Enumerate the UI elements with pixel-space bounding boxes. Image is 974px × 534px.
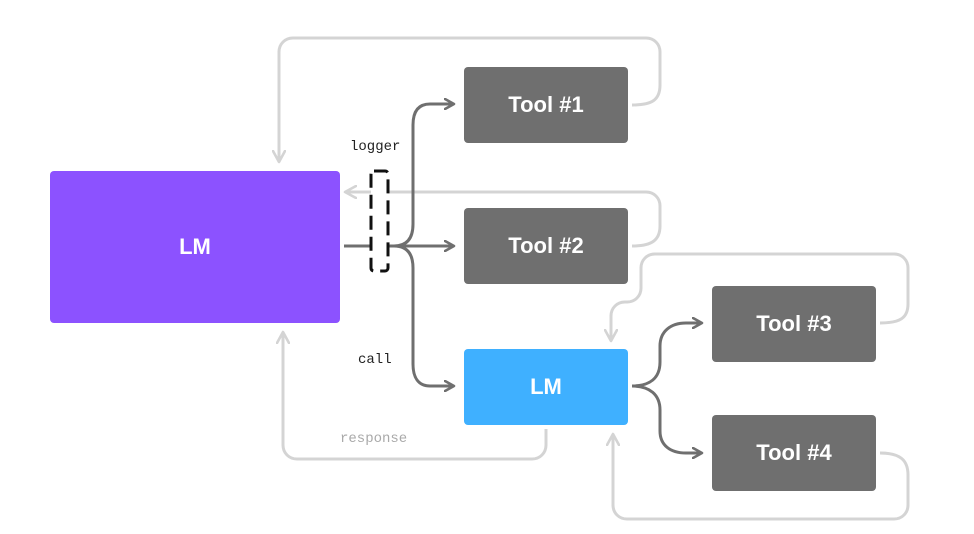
call-arrow-tool4 bbox=[631, 384, 702, 453]
return-arrow-tool2 bbox=[345, 192, 662, 248]
tool-2-node: Tool #2 bbox=[464, 208, 628, 284]
return-arrow-tool4 bbox=[613, 434, 910, 521]
call-arrow-lm-sub bbox=[393, 244, 454, 386]
tool-4-node: Tool #4 bbox=[712, 415, 876, 491]
lm-main-label: LM bbox=[179, 234, 211, 259]
response-arrow bbox=[283, 332, 548, 461]
tool-4-label: Tool #4 bbox=[756, 440, 832, 465]
lm-sub-node: LM bbox=[464, 349, 628, 425]
return-arrow-tool1 bbox=[279, 36, 662, 162]
return-arrow-tool3 bbox=[611, 252, 910, 341]
tool-3-label: Tool #3 bbox=[756, 311, 832, 336]
tool-2-label: Tool #2 bbox=[508, 233, 584, 258]
response-label: response bbox=[340, 431, 408, 447]
tool-1-label: Tool #1 bbox=[508, 92, 584, 117]
call-arrow-tool3 bbox=[631, 323, 702, 388]
call-label: call bbox=[358, 352, 392, 368]
lm-main-node: LM bbox=[50, 171, 340, 323]
call-arrow-tool1 bbox=[393, 104, 454, 248]
lm-sub-label: LM bbox=[530, 374, 562, 399]
logger-label: logger bbox=[350, 139, 401, 155]
logger-tap bbox=[369, 169, 390, 273]
tool-3-node: Tool #3 bbox=[712, 286, 876, 362]
tool-1-node: Tool #1 bbox=[464, 67, 628, 143]
